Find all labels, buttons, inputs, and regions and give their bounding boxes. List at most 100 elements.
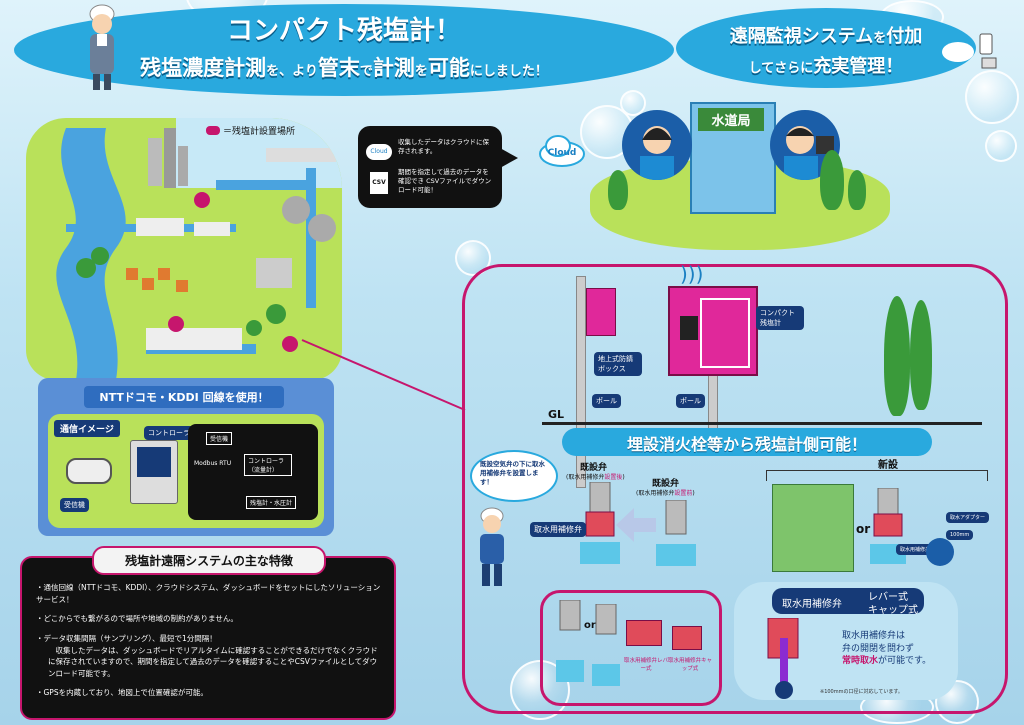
diagram-modbus: Modbus RTU xyxy=(194,460,232,467)
valve-sub-text: (取水用補修弁 xyxy=(566,474,605,481)
valve-note-highlight: 常時取水 xyxy=(842,656,879,667)
cloud-graphic: Cloud xyxy=(536,132,588,168)
title-text: にしました！ xyxy=(469,64,548,79)
ground-box-label: 地上式防錆ボックス xyxy=(594,352,642,376)
worker-bubble-text: 既設空気弁の下に取水用補修弁を設置します！ xyxy=(480,460,545,486)
decorative-bubble xyxy=(985,130,1017,162)
existing-valve-2-label: 既設弁 xyxy=(652,476,679,489)
features-title: 残塩計遠隔システムの主な特徴 xyxy=(92,546,326,575)
connector-line xyxy=(301,339,466,411)
small-label-4: 取水用補修弁 xyxy=(896,544,935,555)
tree xyxy=(848,170,866,210)
existing-valve-title: 既設弁 xyxy=(652,479,680,489)
pole-label-1: ポール xyxy=(592,394,621,408)
new-install-label: 新設 xyxy=(878,460,898,471)
option-valve-2 xyxy=(592,603,620,690)
valve-sub-text: (取水用補修弁 xyxy=(636,490,675,497)
title-text: 付加 xyxy=(886,26,923,47)
sensor-icon xyxy=(206,126,220,135)
valve-note-line3: 常時取水が可能です。 xyxy=(842,655,952,668)
valve-small-note: ※100mmの口径に対応しています。 xyxy=(820,689,903,695)
diagram-receiver: 受信機 xyxy=(206,432,233,445)
cloud-icon: Cloud xyxy=(366,144,392,160)
compact-meter-box xyxy=(668,286,758,376)
pole-left xyxy=(576,276,586,488)
small-label-3: 取水アダプター xyxy=(946,512,990,523)
controller-label: コントローラ xyxy=(144,426,194,440)
new-valve xyxy=(870,487,906,568)
cloud-item2: 期間を指定して過去のデータを確認でき CSVファイルでダウンロード可能！ xyxy=(398,168,492,195)
worker-bubble xyxy=(470,450,558,502)
ground-line xyxy=(542,422,982,425)
cloud-item1: 収集したデータはクラウドに保存されます。 xyxy=(398,138,489,156)
valve-cutaway xyxy=(758,617,818,700)
operator-woman xyxy=(622,110,692,180)
valve-type-box: 取水用補修弁 レバー式 キャップ式 xyxy=(772,588,924,616)
existing-valve-2 xyxy=(656,499,696,572)
receiver-device xyxy=(66,458,112,484)
valve-type-lever: レバー式 xyxy=(868,592,908,603)
new-install-bracket xyxy=(766,470,988,481)
csv-icon: CSV xyxy=(370,172,388,194)
title-text: を xyxy=(414,64,428,79)
remote-monitoring-banner: 遠隔監視システムを付加 してさらに充実管理！ xyxy=(676,8,976,88)
guide-character xyxy=(82,2,122,92)
or-text-2: or xyxy=(584,620,596,631)
tree xyxy=(820,150,844,210)
adapter-ball xyxy=(926,538,954,566)
features-list: ・通信回線（NTTドコモ、KDDI）、クラウドシステム、ダッシュボードをセットに… xyxy=(36,582,382,699)
title-text: を、より xyxy=(266,64,318,79)
installation-panel xyxy=(462,264,1008,714)
valve-options-panel xyxy=(540,590,722,706)
feature-item: ・通信回線（NTTドコモ、KDDI）、クラウドシステム、ダッシュボードをセットに… xyxy=(36,583,381,604)
title-text: 充実管理！ xyxy=(813,56,904,77)
features-box: 残塩計遠隔システムの主な特徴 ・通信回線（NTTドコモ、KDDI）、クラウドシス… xyxy=(20,546,396,720)
valve-note: 取水用補修弁は 弁の開閉を問わず 常時取水が可能です。 xyxy=(842,630,952,668)
title-text: を xyxy=(873,31,887,46)
valve-note-text: が可能です。 xyxy=(878,656,932,667)
tree xyxy=(910,300,932,410)
speech-pointer xyxy=(500,148,518,168)
title-text: 残塩濃度計測 xyxy=(140,56,267,80)
title-text: で xyxy=(359,64,373,79)
valve-sub-highlight: 設置前 xyxy=(674,490,693,497)
option-valve-1 xyxy=(556,599,584,686)
title-text: 管末 xyxy=(317,56,360,80)
water-bureau-building: 水道局 xyxy=(690,102,776,214)
comm-diagram: 通信イメージ 受信機 コントローラ 受信機 Modbus RTU コントローラ（… xyxy=(48,414,324,528)
controller-device xyxy=(130,440,178,504)
system-diagram: 受信機 Modbus RTU コントローラ（流量計） 残塩計・水圧計 xyxy=(188,424,318,520)
or-text-1: or xyxy=(856,522,871,536)
existing-valve-1-sub: (取水用補修弁設置後) xyxy=(566,472,625,481)
hydrant-banner: 埋設消火栓等から残塩計側可能！ xyxy=(562,428,932,456)
receiver-label: 受信機 xyxy=(60,498,89,512)
city-map: ＝残塩計設置場所 xyxy=(26,118,342,380)
small-label-2: 取水用補修弁キャップ式 xyxy=(668,658,713,672)
decorative-bubble xyxy=(965,70,1019,124)
legend-label: ＝残塩計設置場所 xyxy=(223,127,296,137)
feature-item: ・どこからでも繋がるので場所や地域の制約がありません。 xyxy=(36,614,238,624)
network-banner: NTTドコモ・KDDI 回線を使用！ xyxy=(84,386,284,408)
cloud-phone-icon xyxy=(938,30,998,70)
title-line1: コンパクト残塩計！ xyxy=(226,16,461,46)
feature-item: 収集したデータは、ダッシュボードでリアルタイムに確認することができるだけでなくク… xyxy=(48,645,378,678)
existing-valve-2-sub: (取水用補修弁設置前) xyxy=(636,488,695,497)
valve-note-line1: 取水用補修弁は xyxy=(842,631,906,641)
title-text: 計測 xyxy=(372,56,415,80)
diagram-sensor: 残塩計・水圧計 xyxy=(246,496,297,509)
title-text: 可能 xyxy=(427,56,470,80)
city-illustration xyxy=(56,118,342,380)
network-panel: NTTドコモ・KDDI 回線を使用！ 通信イメージ 受信機 コントローラ 受信機… xyxy=(38,378,334,536)
valve-type-title: 取水用補修弁 xyxy=(782,599,842,610)
green-box xyxy=(772,484,854,572)
hydrant-banner-text: 埋設消火栓等から残塩計側可能！ xyxy=(626,435,867,454)
existing-valve-1 xyxy=(580,481,620,572)
tree xyxy=(884,296,910,416)
pole-label-2: ポール xyxy=(676,394,705,408)
title-text: してさらに xyxy=(748,61,814,76)
tree xyxy=(608,170,628,210)
arrow-left-icon xyxy=(616,508,656,542)
decorative-bubble xyxy=(620,90,646,116)
cloud-info-box: Cloud CSV 収集したデータはクラウドに保存されます。 期間を指定して過去… xyxy=(358,126,502,208)
valve-note-line2: 弁の開閉を問わず xyxy=(842,643,915,654)
